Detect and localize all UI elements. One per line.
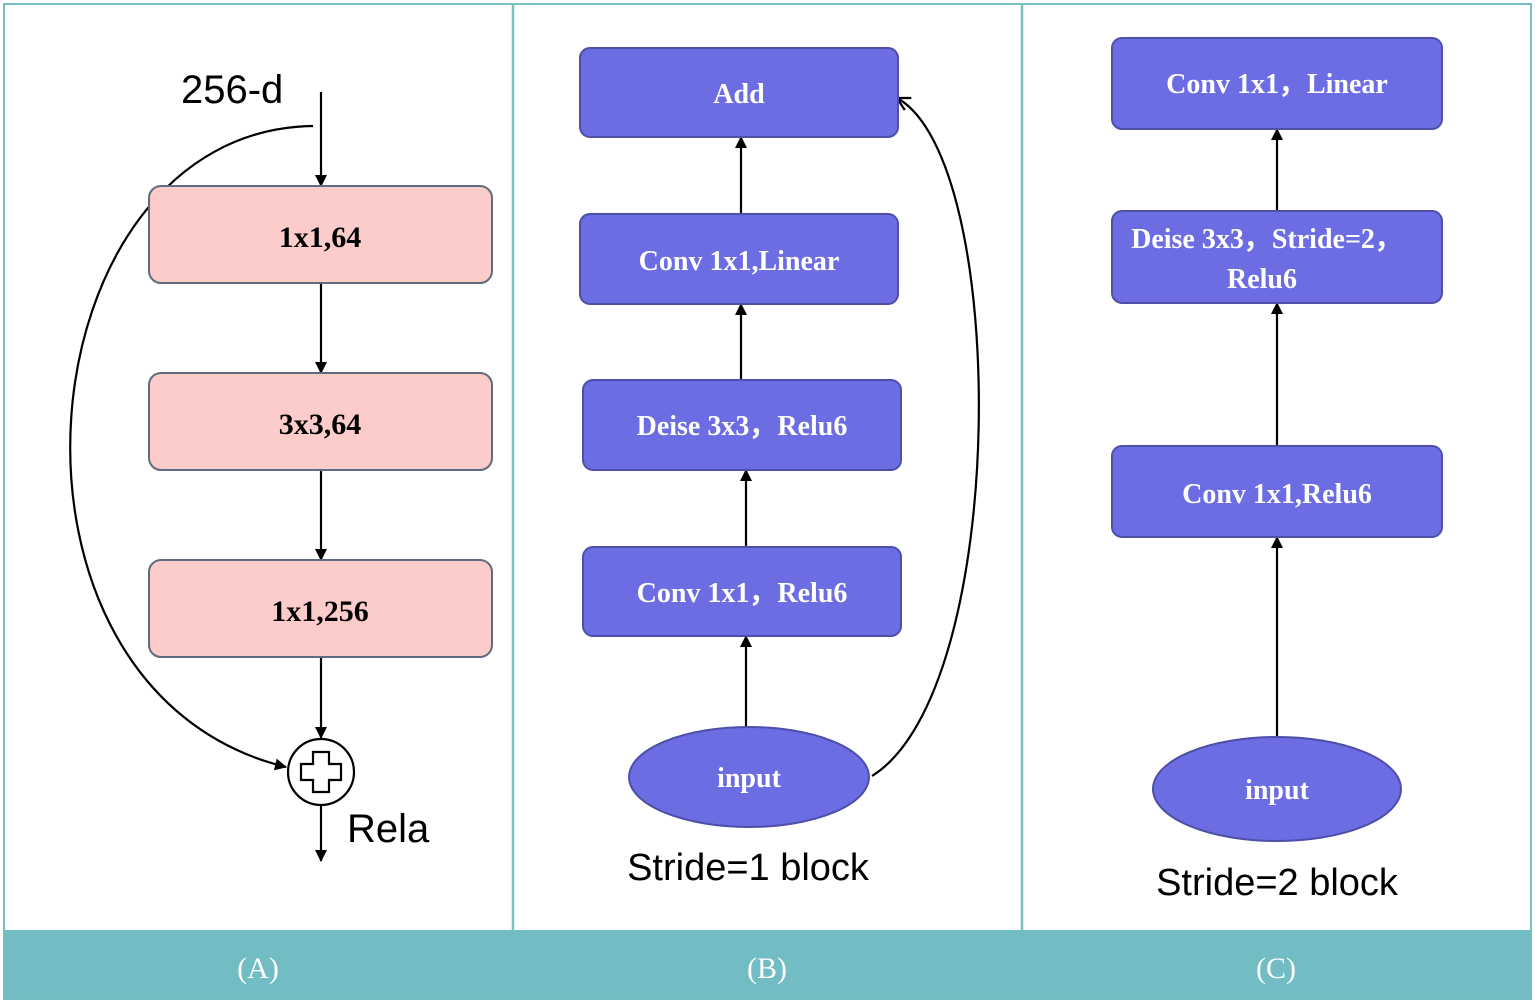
panel-a-output-label: Rela [347,807,430,851]
block-b-deise-label: Deise 3x3，Relu6 [637,411,848,442]
block-a-1-label: 1x1,64 [279,221,362,254]
input-node-c: input [1152,736,1402,842]
panel-b-block-label: Stride=1 block [627,847,870,889]
block-a-3: 1x1,256 [148,559,493,658]
block-b-add: Add [579,47,899,138]
block-b-conv-linear: Conv 1x1,Linear [579,213,899,305]
block-c-conv-relu: Conv 1x1,Relu6 [1111,445,1443,538]
block-c-conv-relu-label: Conv 1x1,Relu6 [1182,479,1372,510]
skip-connection-a [69,124,314,771]
input-node-b: input [628,726,870,828]
block-a-3-label: 1x1,256 [271,595,369,628]
residual-connection-b [871,98,980,777]
block-c-deise-label-line2: Relu6 [1227,264,1297,295]
input-node-c-label: input [1245,775,1309,806]
caption-bar [4,930,1531,999]
caption-b: (B) [747,952,787,985]
panel-c-block-label: Stride=2 block [1156,862,1399,904]
block-b-deise: Deise 3x3，Relu6 [582,379,902,471]
panel-a-input-label: 256-d [181,68,283,112]
add-node-icon [286,737,356,807]
block-a-2: 3x3,64 [148,372,493,471]
block-b-conv-linear-label: Conv 1x1,Linear [639,246,840,277]
block-a-2-label: 3x3,64 [279,408,362,441]
block-c-conv-linear-label: Conv 1x1，Linear [1166,69,1388,100]
block-c-conv-linear: Conv 1x1，Linear [1111,37,1443,130]
input-node-b-label: input [717,763,781,794]
caption-c: (C) [1256,952,1296,985]
block-c-deise-label-line1: Deise 3x3，Stride=2， [1131,224,1403,255]
panel-c: Conv 1x1，Linear Deise 3x3，Stride=2， Relu… [1111,37,1443,904]
panel-b: Add Conv 1x1,Linear Deise 3x3，Relu6 Conv… [579,47,980,889]
block-b-conv-relu: Conv 1x1，Relu6 [582,546,902,637]
block-b-conv-relu-label: Conv 1x1，Relu6 [637,578,848,609]
block-a-1: 1x1,64 [148,185,493,284]
block-b-add-label: Add [713,79,765,110]
caption-a: (A) [237,952,279,985]
panel-a: 256-d 1x1,64 3x3,64 1x1,256 Rela [69,68,493,862]
block-c-deise: Deise 3x3，Stride=2， Relu6 [1111,210,1443,304]
